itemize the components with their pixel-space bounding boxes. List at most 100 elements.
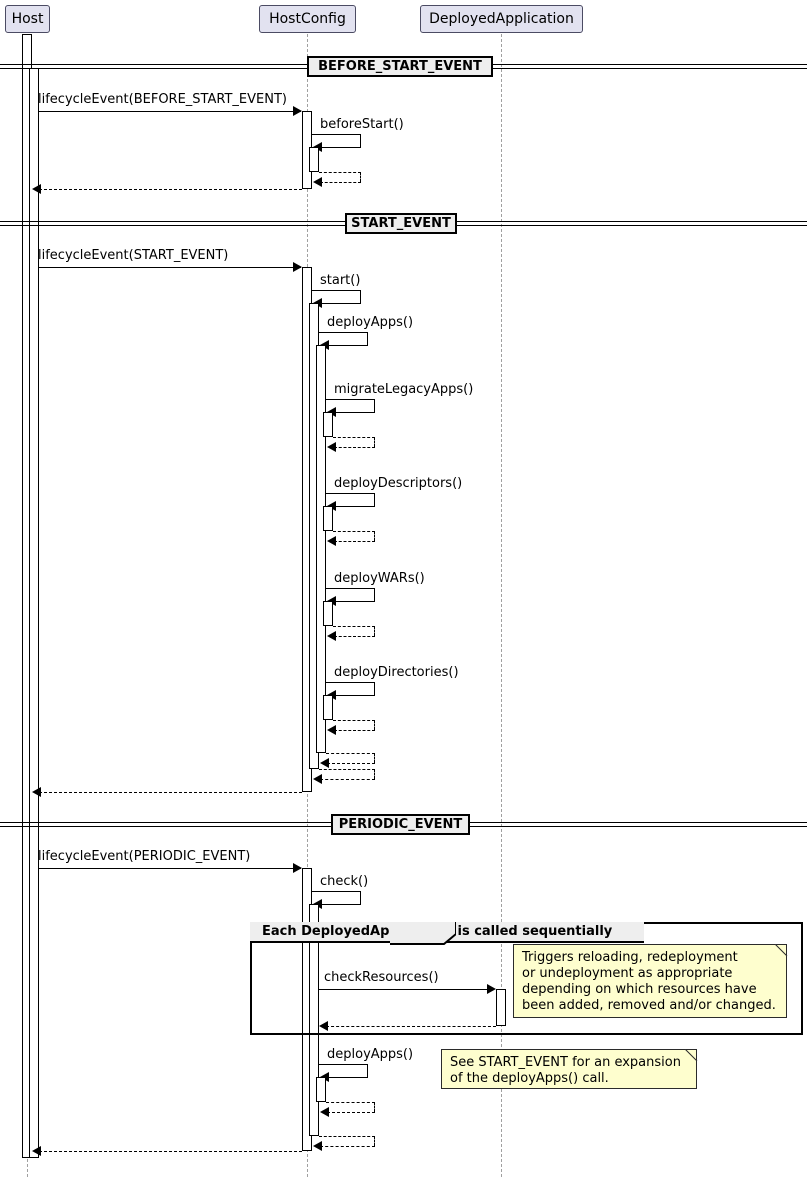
activation-hostconfig-periodic-l2 — [309, 904, 319, 1136]
message-line-deployapps-start-bottom — [327, 345, 368, 346]
message-vert-deploywars — [374, 588, 375, 601]
message-label-deploydirectories: deployDirectories() — [334, 665, 459, 680]
message-line-migratelegacyapps-bottom — [334, 412, 375, 413]
message-label-before-start: beforeStart() — [320, 117, 404, 132]
message-label-checkresources: checkResources() — [324, 970, 439, 985]
activation-host-nested — [29, 68, 39, 1158]
message-line-check-return-top — [319, 1136, 375, 1137]
participant-hostconfig[interactable]: HostConfig — [259, 5, 356, 33]
message-line-before-start-return-top — [319, 172, 361, 173]
note-deployapps: See START_EVENT for an expansion of the … — [441, 1049, 697, 1089]
message-label-lifecycle-start: lifecycleEvent(START_EVENT) — [38, 248, 229, 263]
message-arrowhead-deployapps-periodic-return — [320, 1107, 329, 1117]
message-vert-deploydirectories-return — [374, 720, 375, 730]
message-vert-check — [360, 891, 361, 904]
message-line-start-top — [312, 290, 361, 291]
message-line-migratelegacyapps-return-top — [333, 437, 375, 438]
activation-deployedapplication-checkresources — [496, 989, 506, 1026]
message-line-start-return-bottom — [320, 779, 375, 780]
message-vert-deployapps-start — [367, 332, 368, 345]
message-line-deployapps-periodic-return-bottom — [327, 1112, 375, 1113]
message-arrowhead-deployapps-return-start — [320, 758, 329, 768]
message-arrowhead-return-host-before-start — [32, 184, 41, 194]
message-vert-deployapps-periodic — [367, 1064, 368, 1077]
message-arrowhead-return-host-periodic — [32, 1146, 41, 1156]
message-arrowhead-deploydescriptors-return — [327, 536, 336, 546]
message-vert-deployapps-periodic-return — [374, 1102, 375, 1112]
note-checkresources: Triggers reloading, redeployment or unde… — [513, 944, 787, 1018]
message-line-before-start-return-bottom — [320, 182, 361, 183]
message-line-migratelegacyapps-top — [326, 399, 375, 400]
message-line-deployapps-periodic-return-top — [326, 1102, 375, 1103]
message-vert-deploydescriptors-return — [374, 531, 375, 541]
activation-hostconfig-deploydescriptors — [323, 506, 333, 531]
message-line-deploydescriptors-return-bottom — [334, 541, 375, 542]
message-vert-start — [360, 290, 361, 303]
message-arrowhead-lifecycle-before-start — [293, 106, 302, 116]
activation-hostconfig-deploydirectories — [323, 695, 333, 720]
message-line-deployapps-periodic-top — [319, 1064, 368, 1065]
message-label-deployapps-periodic: deployApps() — [327, 1047, 414, 1062]
message-line-deployapps-return-start-bottom — [327, 763, 375, 764]
activation-hostconfig-deployapps-periodic — [316, 1077, 326, 1102]
message-line-return-host-periodic — [39, 1151, 302, 1152]
message-arrowhead-before-start-return — [313, 177, 322, 187]
message-line-deployapps-return-start-top — [326, 753, 375, 754]
message-line-deployapps-start-top — [319, 332, 368, 333]
message-vert-check-return — [374, 1136, 375, 1146]
message-line-check-bottom — [320, 904, 361, 905]
message-arrowhead-checkresources-return — [319, 1021, 328, 1031]
message-arrowhead-deploydirectories-return — [327, 725, 336, 735]
note-deployapps-fold-icon — [685, 1049, 698, 1062]
message-label-deployapps-start: deployApps() — [327, 315, 414, 330]
message-vert-deploydirectories — [374, 682, 375, 695]
message-vert-deployapps-return-start — [374, 753, 375, 763]
message-line-start-bottom — [320, 303, 361, 304]
message-line-deploydirectories-bottom — [334, 695, 375, 696]
message-line-deploywars-bottom — [334, 601, 375, 602]
message-arrowhead-checkresources — [487, 984, 496, 994]
message-line-before-start-top — [312, 134, 361, 135]
message-label-deploydescriptors: deployDescriptors() — [334, 476, 463, 491]
participant-host[interactable]: Host — [5, 5, 50, 33]
message-line-checkresources — [319, 989, 493, 990]
message-line-deploydirectories-top — [326, 682, 375, 683]
message-line-check-top — [312, 891, 361, 892]
message-vert-migratelegacyapps — [374, 399, 375, 412]
message-arrowhead-return-host-start — [32, 787, 41, 797]
activation-hostconfig-before-start-nested — [309, 147, 319, 172]
message-label-migratelegacyapps: migrateLegacyApps() — [334, 382, 474, 397]
message-label-check: check() — [320, 874, 369, 889]
message-arrowhead-deploywars-return — [327, 631, 336, 641]
message-vert-before-start — [360, 134, 361, 147]
message-label-deploywars: deployWARs() — [334, 571, 425, 586]
message-line-deployapps-periodic-bottom — [327, 1077, 368, 1078]
message-vert-deploydescriptors — [374, 493, 375, 506]
group-header-notch-icon — [390, 922, 456, 945]
activation-hostconfig-deploywars — [323, 601, 333, 626]
message-vert-start-return — [374, 769, 375, 779]
lifeline-deployedapplication — [501, 34, 502, 1177]
message-line-start-return-top — [319, 769, 375, 770]
message-label-start: start() — [320, 273, 361, 288]
message-line-lifecycle-before-start — [39, 111, 301, 112]
message-line-lifecycle-periodic — [39, 868, 301, 869]
message-line-before-start-bottom — [320, 147, 361, 148]
participant-deployedapplication[interactable]: DeployedApplication — [420, 5, 583, 33]
divider-label-before-start: BEFORE_START_EVENT — [307, 56, 493, 77]
message-line-return-host-start — [39, 792, 302, 793]
activation-hostconfig-start-l3 — [316, 345, 326, 753]
message-line-return-host-before-start — [39, 189, 302, 190]
message-arrowhead-migratelegacyapps-return — [327, 442, 336, 452]
message-arrowhead-start-return — [313, 774, 322, 784]
message-line-deploydirectories-return-top — [333, 720, 375, 721]
message-vert-deploywars-return — [374, 626, 375, 636]
message-vert-migratelegacyapps-return — [374, 437, 375, 447]
message-line-deploywars-top — [326, 588, 375, 589]
message-line-check-return-bottom — [320, 1146, 375, 1147]
message-label-lifecycle-before-start: lifecycleEvent(BEFORE_START_EVENT) — [38, 92, 287, 107]
message-line-deploydescriptors-return-top — [333, 531, 375, 532]
note-checkresources-fold-icon — [775, 944, 788, 957]
message-line-migratelegacyapps-return-bottom — [334, 447, 375, 448]
